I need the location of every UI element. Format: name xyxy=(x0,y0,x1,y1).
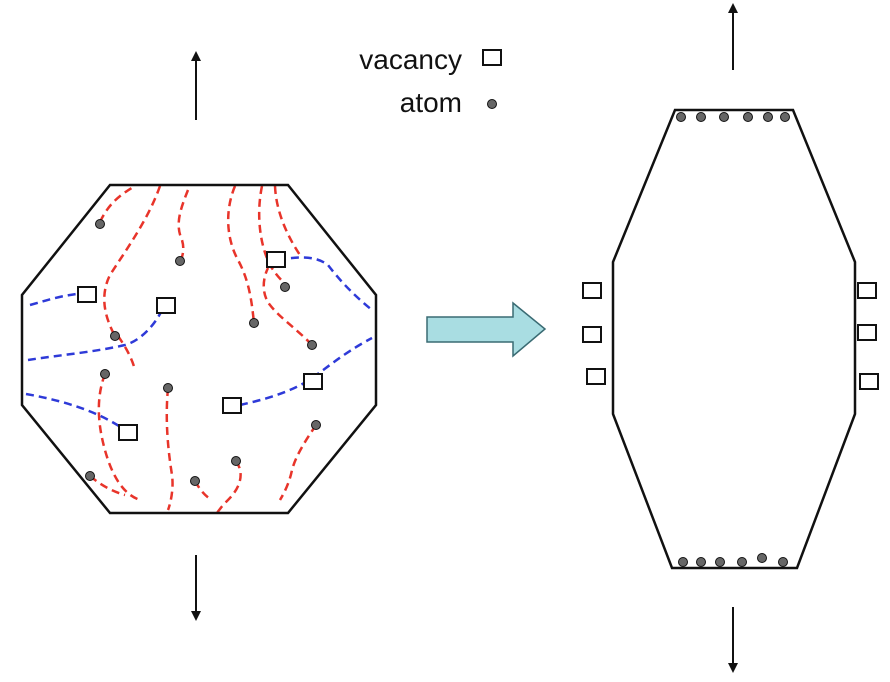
atom xyxy=(696,112,706,122)
atom xyxy=(100,369,110,379)
atom xyxy=(85,471,95,481)
atom xyxy=(307,340,317,350)
atom xyxy=(311,420,321,430)
atom xyxy=(163,383,173,393)
right-vacancies xyxy=(582,282,879,390)
vacancy xyxy=(582,282,602,299)
atom xyxy=(110,331,120,341)
right-elongated-grain xyxy=(611,108,857,570)
atom xyxy=(715,557,725,567)
left-grain-octagon xyxy=(20,183,378,515)
atom xyxy=(780,112,790,122)
vacancy xyxy=(118,424,138,441)
vacancy xyxy=(77,286,97,303)
atom xyxy=(249,318,259,328)
legend: vacancy atom xyxy=(359,44,502,118)
legend-vacancy-label: vacancy xyxy=(359,44,462,75)
atom xyxy=(676,112,686,122)
atom xyxy=(175,256,185,266)
vacancy xyxy=(266,251,286,268)
legend-atom-label: atom xyxy=(400,87,462,118)
atom xyxy=(95,219,105,229)
atom xyxy=(743,112,753,122)
vacancy xyxy=(857,324,877,341)
atom xyxy=(719,112,729,122)
atom xyxy=(190,476,200,486)
atom xyxy=(737,557,747,567)
vacancy xyxy=(222,397,242,414)
atom xyxy=(778,557,788,567)
atom xyxy=(231,456,241,466)
atom xyxy=(696,557,706,567)
vacancy xyxy=(859,373,879,390)
atom xyxy=(678,557,688,567)
vacancy xyxy=(586,368,606,385)
transition-arrow xyxy=(426,301,547,358)
right-atoms xyxy=(676,112,790,567)
left-atoms xyxy=(85,219,321,486)
vacancy xyxy=(156,297,176,314)
atom xyxy=(280,282,290,292)
atom xyxy=(757,553,767,563)
left-vacancies xyxy=(77,251,323,441)
vacancy xyxy=(303,373,323,390)
atom xyxy=(763,112,773,122)
red-diffusion-paths xyxy=(89,184,318,515)
legend-vacancy-symbol xyxy=(482,49,502,66)
vacancy xyxy=(857,282,877,299)
vacancy xyxy=(582,326,602,343)
blue-diffusion-paths xyxy=(25,256,373,430)
legend-atom-symbol xyxy=(487,99,497,109)
